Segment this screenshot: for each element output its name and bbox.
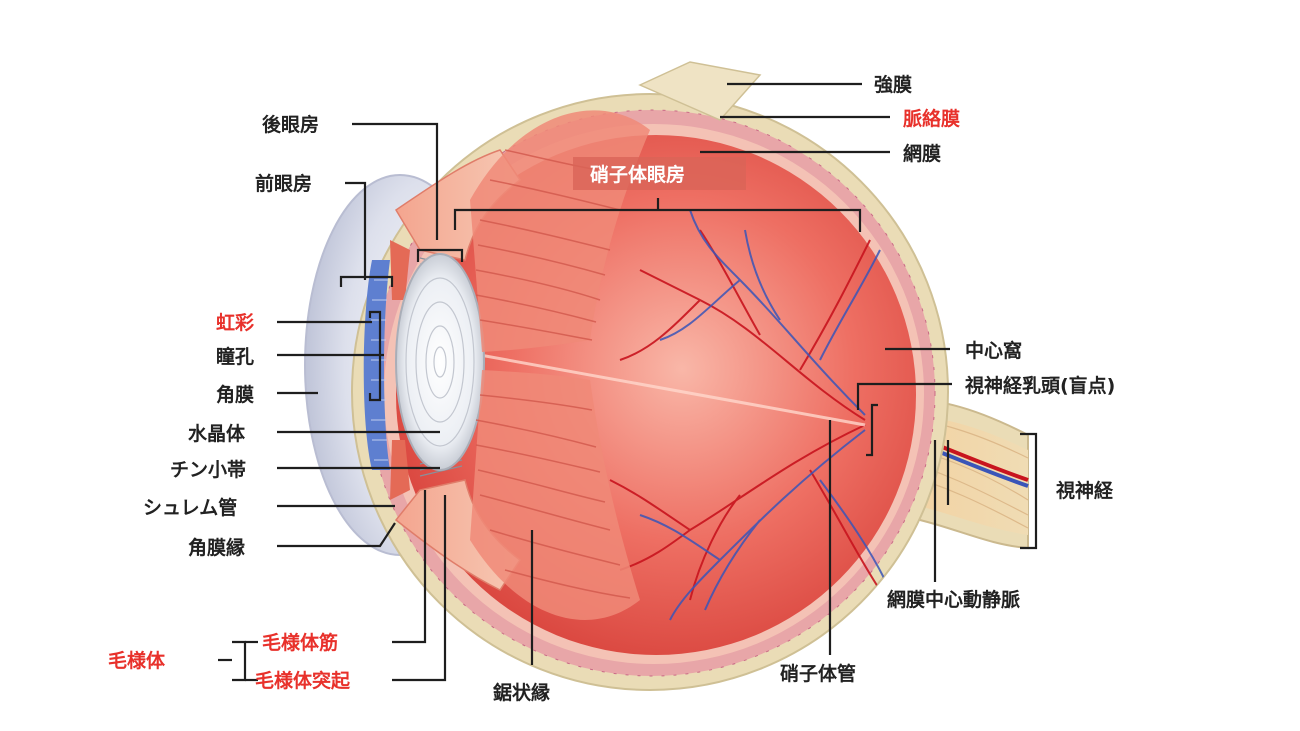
label-pupil: 瞳孔 xyxy=(216,345,254,368)
label-schlemm-canal: シュレム管 xyxy=(143,496,237,519)
label-ora-serrata: 鋸状縁 xyxy=(493,681,550,704)
label-vitreous-chamber: 硝子体眼房 xyxy=(590,163,685,186)
label-optic-disc: 視神経乳頭(盲点) xyxy=(964,374,1115,397)
label-ciliary-muscle: 毛様体筋 xyxy=(262,631,338,654)
label-retina: 網膜 xyxy=(903,142,941,165)
label-hyaloid-canal: 硝子体管 xyxy=(780,662,856,685)
retinal-vessels xyxy=(479,209,886,621)
label-optic-nerve: 視神経 xyxy=(1055,479,1114,502)
label-ciliary-process: 毛様体突起 xyxy=(255,669,351,692)
vitreous-chamber-label-bg xyxy=(573,157,746,190)
label-anterior-chamber: 前眼房 xyxy=(255,172,312,195)
label-iris: 虹彩 xyxy=(216,311,254,334)
label-ciliary-body: 毛様体 xyxy=(108,649,166,672)
label-choroid: 脈絡膜 xyxy=(903,107,960,130)
label-lens: 水晶体 xyxy=(188,422,246,445)
lens-shape xyxy=(395,253,485,471)
leader-lines xyxy=(218,82,1038,682)
label-central-retinal-vessels: 網膜中心動静脈 xyxy=(887,588,1020,611)
label-posterior-chamber: 後眼房 xyxy=(262,113,319,136)
vitreous-cut-surface xyxy=(470,110,650,620)
label-fovea: 中心窩 xyxy=(965,339,1022,362)
label-cornea: 角膜 xyxy=(216,383,254,406)
sclera-cut-wedge xyxy=(638,61,762,121)
label-limbus: 角膜縁 xyxy=(188,536,245,559)
label-sclera: 強膜 xyxy=(874,73,912,96)
label-zonule: チン小帯 xyxy=(170,458,246,481)
